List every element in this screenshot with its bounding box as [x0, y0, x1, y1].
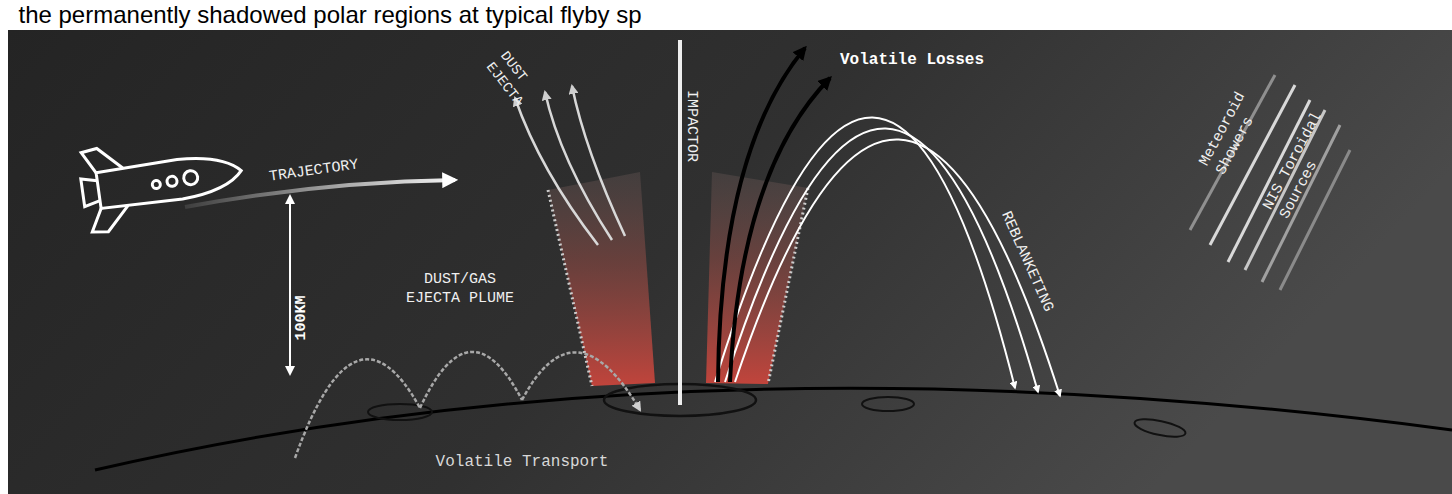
plume-edge [548, 190, 592, 386]
crater [368, 404, 432, 420]
volatile-transport-hops [295, 352, 640, 458]
volatile-transport-label: Volatile Transport [436, 452, 609, 472]
meteoroid-showers-label: Meteoroid Showers [1196, 73, 1276, 178]
altitude-dimension [289, 196, 291, 374]
crater [1133, 416, 1187, 441]
lunar-surface [95, 388, 1452, 470]
rocket-icon [77, 129, 247, 234]
dust-ejecta-label: DUST EJECTA [482, 48, 546, 116]
meteoroid-streaks [1190, 75, 1350, 290]
plume-edge [768, 188, 808, 384]
volatile-loss-arrows [718, 48, 830, 382]
reblanketing-arcs [715, 117, 1060, 396]
background-panel [8, 30, 1452, 494]
dust-ejecta-arrows [515, 86, 625, 245]
toroidal-sources-label: NIS Toroidal Sources [1260, 94, 1352, 223]
impactor-line [678, 40, 682, 405]
trajectory-arrow [185, 180, 455, 207]
crater [862, 397, 914, 411]
cropped-caption: the permanently shadowed polar regions a… [18, 0, 641, 30]
reblanketing-label: REBLANKETING [995, 209, 1056, 315]
volatile-losses-label: Volatile Losses [840, 50, 984, 70]
plume-label: DUST/GAS EJECTA PLUME [401, 271, 518, 309]
altitude-label: 100KM [293, 295, 312, 340]
trajectory-label: TRAJECTORY [268, 156, 360, 187]
impactor-label: IMPACTOR [682, 90, 701, 162]
